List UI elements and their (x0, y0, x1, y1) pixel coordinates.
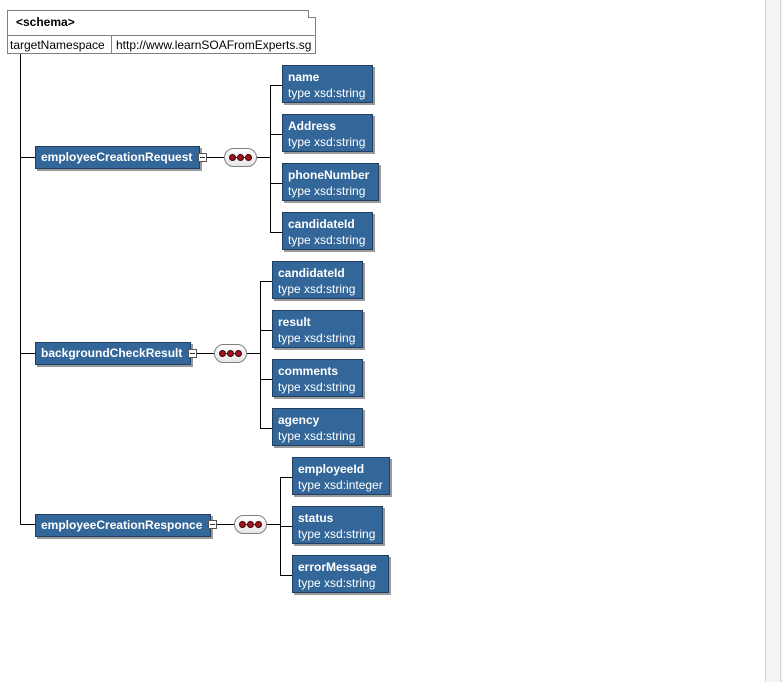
schema-box[interactable]: <schema> targetNamespace http://www.lear… (7, 10, 316, 54)
child-element-name: employeeId (298, 462, 365, 476)
child-element[interactable]: result type xsd:string (272, 310, 363, 348)
child-element-type: type xsd:string (298, 576, 376, 590)
child-element-type: type xsd:integer (298, 478, 383, 492)
child-element-name: phoneNumber (288, 168, 370, 182)
child-element-type: type xsd:string (288, 233, 366, 247)
vertical-scrollbar[interactable] (765, 0, 783, 682)
child-element-type: type xsd:string (278, 429, 356, 443)
child-element-name: result (278, 315, 311, 329)
element-employee-creation-responce[interactable]: employeeCreationResponce (35, 514, 211, 537)
child-element[interactable]: errorMessage type xsd:string (292, 555, 389, 593)
element-employee-creation-request[interactable]: employeeCreationRequest (35, 146, 200, 169)
child-element-type: type xsd:string (288, 135, 366, 149)
child-element-name: errorMessage (298, 560, 377, 574)
child-element[interactable]: status type xsd:string (292, 506, 383, 544)
child-element-type: type xsd:string (288, 184, 366, 198)
child-element-name: name (288, 70, 320, 84)
child-element-type: type xsd:string (278, 331, 356, 345)
child-element[interactable]: comments type xsd:string (272, 359, 363, 397)
child-element-name: candidateId (278, 266, 345, 280)
child-element-type: type xsd:string (278, 380, 356, 394)
collapse-toggle[interactable] (208, 520, 217, 529)
child-element-type: type xsd:string (288, 86, 366, 100)
element-background-check-result[interactable]: backgroundCheckResult (35, 342, 191, 365)
child-element[interactable]: agency type xsd:string (272, 408, 363, 446)
collapse-toggle[interactable] (198, 153, 207, 162)
target-namespace-label: targetNamespace (8, 36, 112, 54)
child-element-name: Address (288, 119, 337, 133)
folded-corner (308, 10, 316, 18)
child-element[interactable]: name type xsd:string (282, 65, 373, 103)
child-element[interactable]: candidateId type xsd:string (282, 212, 373, 250)
sequence-compositor-icon[interactable] (224, 148, 257, 167)
child-element[interactable]: employeeId type xsd:integer (292, 457, 390, 495)
target-namespace-value: http://www.learnSOAFromExperts.sg (116, 38, 312, 52)
child-element[interactable]: candidateId type xsd:string (272, 261, 363, 299)
child-element-type: type xsd:string (278, 282, 356, 296)
schema-title: <schema> (16, 15, 75, 29)
sequence-compositor-icon[interactable] (234, 515, 267, 534)
child-element-name: status (298, 511, 334, 525)
child-element-name: agency (278, 413, 320, 427)
child-element-name: comments (278, 364, 339, 378)
child-element[interactable]: Address type xsd:string (282, 114, 373, 152)
child-element[interactable]: phoneNumber type xsd:string (282, 163, 379, 201)
schema-attribute-row: targetNamespace http://www.learnSOAFromE… (8, 35, 315, 54)
child-element-name: candidateId (288, 217, 355, 231)
sequence-compositor-icon[interactable] (214, 344, 247, 363)
child-element-type: type xsd:string (298, 527, 376, 541)
collapse-toggle[interactable] (188, 349, 197, 358)
